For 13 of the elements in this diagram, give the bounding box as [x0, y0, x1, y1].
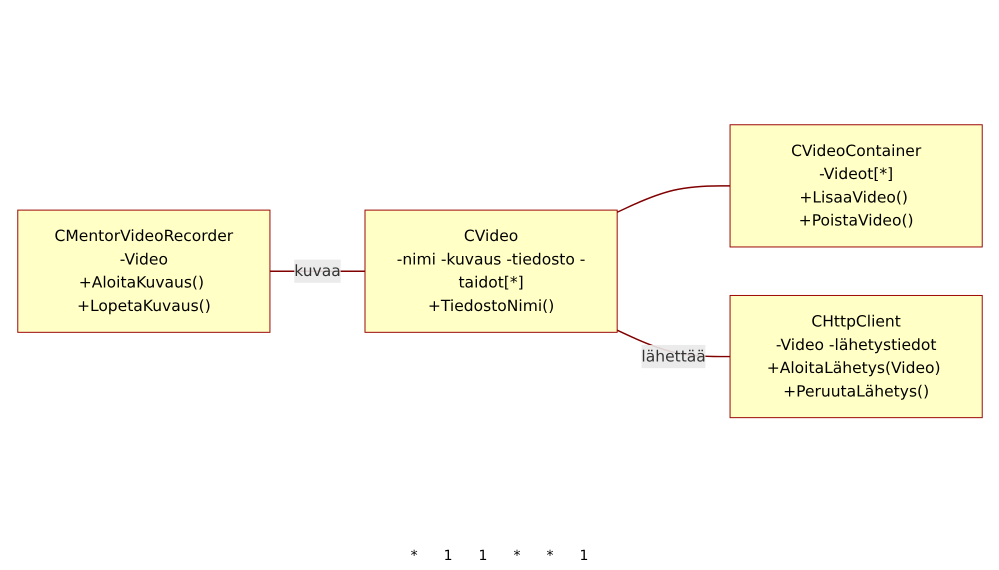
- node-box: CHttpClient -Video -lähetystiedot +AloitaLähetys(Video) +PeruutaLähetys(): [729, 294, 982, 418]
- multiplicity-label: 1: [578, 548, 590, 564]
- node-box: CVideoContainer -Videot[*] +LisaaVideo() +PoistaVideo(): [729, 124, 982, 248]
- node-box: CVideo -nimi -kuvaus -tiedosto -taidot[*] +TiedostoNimi(): [364, 209, 618, 333]
- multiplicity-label: *: [512, 548, 522, 564]
- node-box: CMentorVideoRecorder -Video +AloitaKuvaus() +LopetaKuvaus(): [16, 209, 270, 333]
- multiplicity-label: 1: [442, 548, 454, 564]
- multiplicity-label: *: [545, 548, 554, 564]
- edge-label: kuvaa: [294, 261, 340, 280]
- connector: [616, 184, 730, 213]
- edge-label: lähettää: [640, 346, 706, 366]
- multiplicity-label: *: [410, 548, 419, 564]
- multiplicity-label: 1: [478, 548, 488, 564]
